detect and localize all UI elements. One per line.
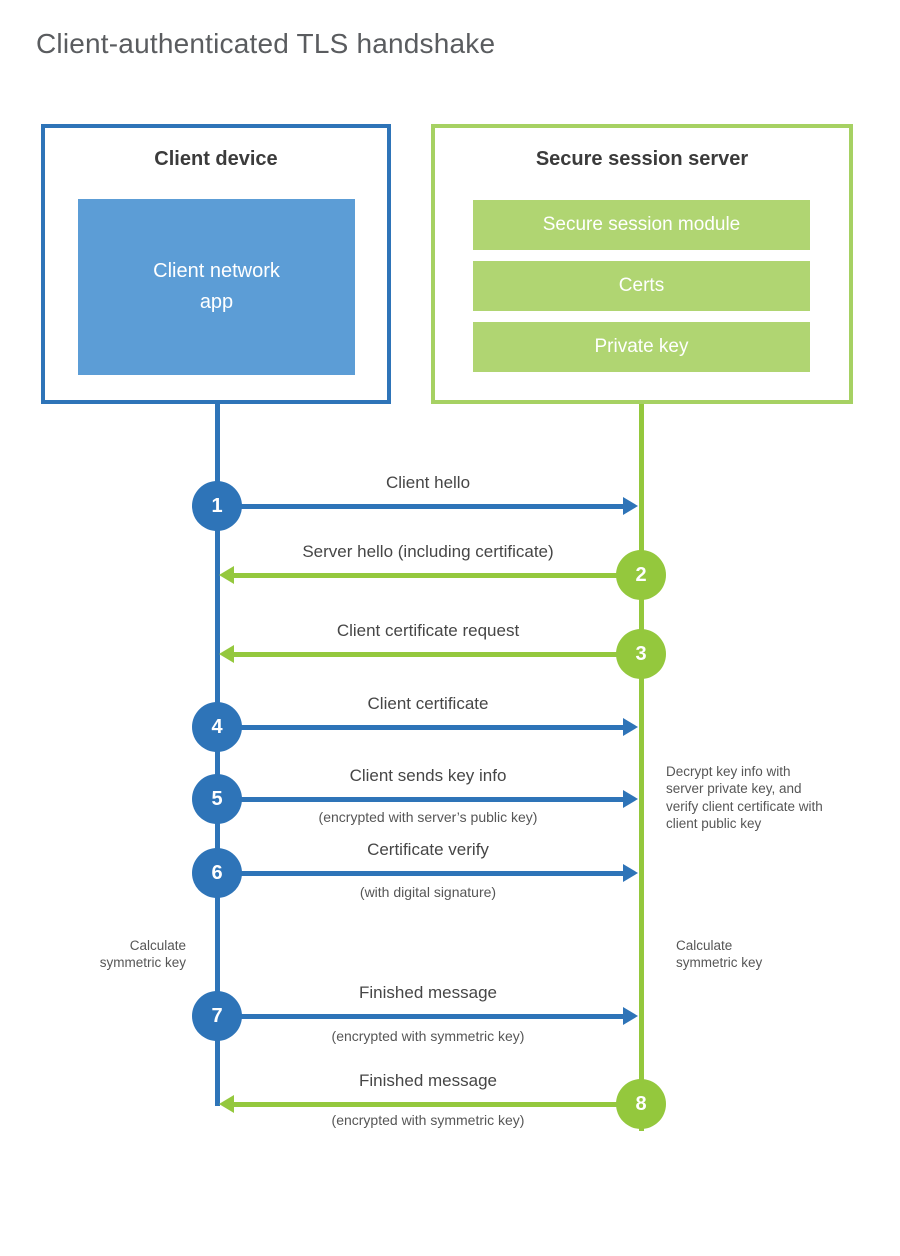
step-6-arrow-line (217, 871, 624, 876)
step-7-sublabel: (encrypted with symmetric key) (331, 1028, 525, 1044)
server-calculate-key-note: Calculate symmetric key (676, 938, 763, 971)
step-2-label: Server hello (including certificate) (302, 542, 554, 561)
client-device-title: Client device (154, 148, 278, 170)
step-2-badge: 2 (616, 550, 666, 600)
step-4-arrow-line (217, 725, 624, 730)
step-5-arrow-line (217, 797, 624, 802)
step-2-arrowhead-icon (219, 566, 234, 584)
step-1-badge: 1 (192, 481, 242, 531)
client-calculate-key-note: Calculate symmetric key (99, 938, 186, 971)
step-7-label: Finished message (359, 983, 497, 1002)
server-module-label: Secure session module (542, 214, 741, 235)
step-8-arrowhead-icon (219, 1095, 234, 1113)
server-module-label: Certs (618, 275, 665, 296)
step-4-label: Client certificate (367, 694, 489, 713)
step-3-label: Client certificate request (336, 621, 520, 640)
server-title: Secure session server (535, 148, 749, 170)
step-5-badge: 5 (192, 774, 242, 824)
step-2-arrow-line (234, 573, 641, 578)
server-decrypt-note: Decrypt key info with server private key… (666, 764, 823, 831)
step-4-badge: 4 (192, 702, 242, 752)
step-3-arrow-line (234, 652, 641, 657)
step-6-sublabel: (with digital signature) (359, 884, 497, 900)
server-lifeline (639, 404, 644, 1131)
step-4-arrowhead-icon (623, 718, 638, 736)
step-8-arrow-line (234, 1102, 641, 1107)
client-network-app-label: Client network app (153, 260, 280, 313)
step-1-arrow-line (217, 504, 624, 509)
step-6-arrowhead-icon (623, 864, 638, 882)
step-5-sublabel: (encrypted with server’s public key) (318, 809, 538, 825)
step-8-label: Finished message (359, 1071, 497, 1090)
step-7-arrowhead-icon (623, 1007, 638, 1025)
step-8-sublabel: (encrypted with symmetric key) (331, 1112, 525, 1128)
server-module-certs: Certs (473, 261, 810, 311)
step-1-label: Client hello (385, 473, 471, 492)
page-title: Client-authenticated TLS handshake (36, 28, 496, 59)
step-7-arrow-line (217, 1014, 624, 1019)
client-lifeline (215, 404, 220, 1106)
step-5-arrowhead-icon (623, 790, 638, 808)
step-3-arrowhead-icon (219, 645, 234, 663)
server-module-private-key: Private key (473, 322, 810, 372)
step-5-label: Client sends key info (349, 766, 507, 785)
step-8-badge: 8 (616, 1079, 666, 1129)
server-module-secure-session: Secure session module (473, 200, 810, 250)
step-7-badge: 7 (192, 991, 242, 1041)
server-module-label: Private key (594, 336, 689, 357)
step-6-badge: 6 (192, 848, 242, 898)
step-1-arrowhead-icon (623, 497, 638, 515)
step-6-label: Certificate verify (367, 840, 489, 859)
step-3-badge: 3 (616, 629, 666, 679)
client-network-app-node: Client network app (78, 199, 355, 375)
